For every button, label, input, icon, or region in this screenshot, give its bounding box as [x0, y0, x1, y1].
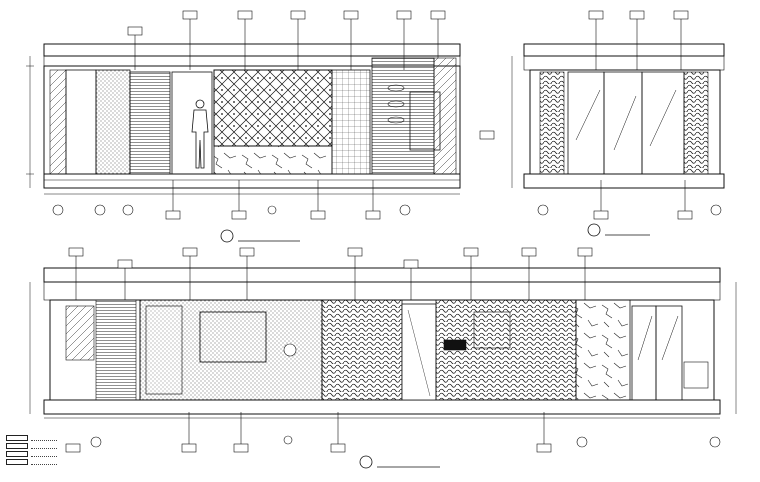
elevation-c-title — [359, 455, 440, 469]
legend-symbol — [6, 451, 28, 457]
elevation-a — [26, 43, 461, 195]
section-marker-icon — [267, 205, 277, 215]
legend-symbol — [6, 435, 28, 441]
section-marker-icon — [52, 204, 64, 216]
ceiling-band — [43, 43, 461, 57]
glass-door-panels-c — [631, 305, 683, 401]
callout-tags-b — [537, 10, 722, 220]
door-panel — [65, 69, 97, 175]
legend-symbol — [6, 443, 28, 449]
section-marker-icon — [709, 436, 721, 448]
elevation-b-title — [587, 223, 650, 237]
lamp-icon — [387, 84, 405, 124]
wood-grain-panel-left — [321, 299, 403, 401]
legend-row — [6, 434, 86, 442]
door — [401, 303, 437, 401]
section-marker-icon — [399, 204, 411, 216]
human-figure-icon — [191, 99, 209, 169]
marble-panel — [575, 299, 631, 401]
section-marker-icon — [537, 204, 549, 216]
callout-tags-c — [65, 247, 721, 453]
section-marker-icon — [710, 204, 722, 216]
floor-slab — [43, 173, 461, 189]
drawing-legend — [6, 434, 86, 480]
diamond-panel — [213, 69, 333, 147]
legend-symbol — [6, 459, 28, 465]
legend-row — [6, 458, 86, 466]
section-marker-icon — [576, 436, 588, 448]
legend-row — [6, 442, 86, 450]
elevation-b — [511, 43, 725, 189]
section-marker-icon — [94, 204, 106, 216]
section-marker-icon — [122, 204, 134, 216]
elevation-a-title — [220, 229, 300, 243]
section-marker-icon — [90, 436, 102, 448]
section-marker-icon — [283, 435, 293, 445]
callout-tags-a-bottom — [52, 180, 411, 220]
callout-tags-a — [127, 10, 495, 140]
elevation-c — [29, 267, 737, 419]
glass-door-panels — [567, 71, 685, 175]
legend-row — [6, 450, 86, 458]
